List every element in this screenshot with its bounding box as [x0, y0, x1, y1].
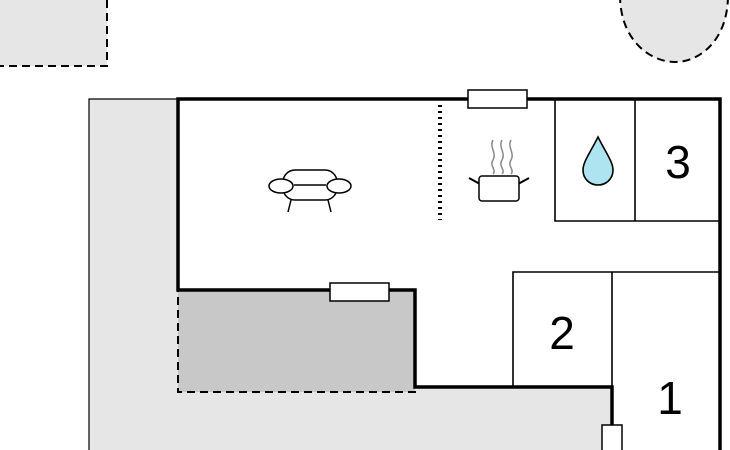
window-icon [467, 89, 528, 109]
water-drop-icon [582, 135, 614, 186]
outdoor-shrub [619, 0, 729, 64]
room-number-2: 2 [549, 307, 575, 359]
window-icon [329, 282, 390, 302]
room-number-1: 1 [657, 372, 683, 424]
door-icon [601, 424, 623, 450]
exterior-wall [176, 97, 722, 450]
terrace [177, 289, 416, 393]
cooking-pot-icon [468, 139, 530, 202]
partition-walls [512, 99, 720, 387]
sofa-icon [268, 169, 352, 213]
outdoor-area-topleft [0, 0, 108, 67]
room-number-3: 3 [665, 136, 691, 188]
outdoor-paving [88, 98, 613, 450]
